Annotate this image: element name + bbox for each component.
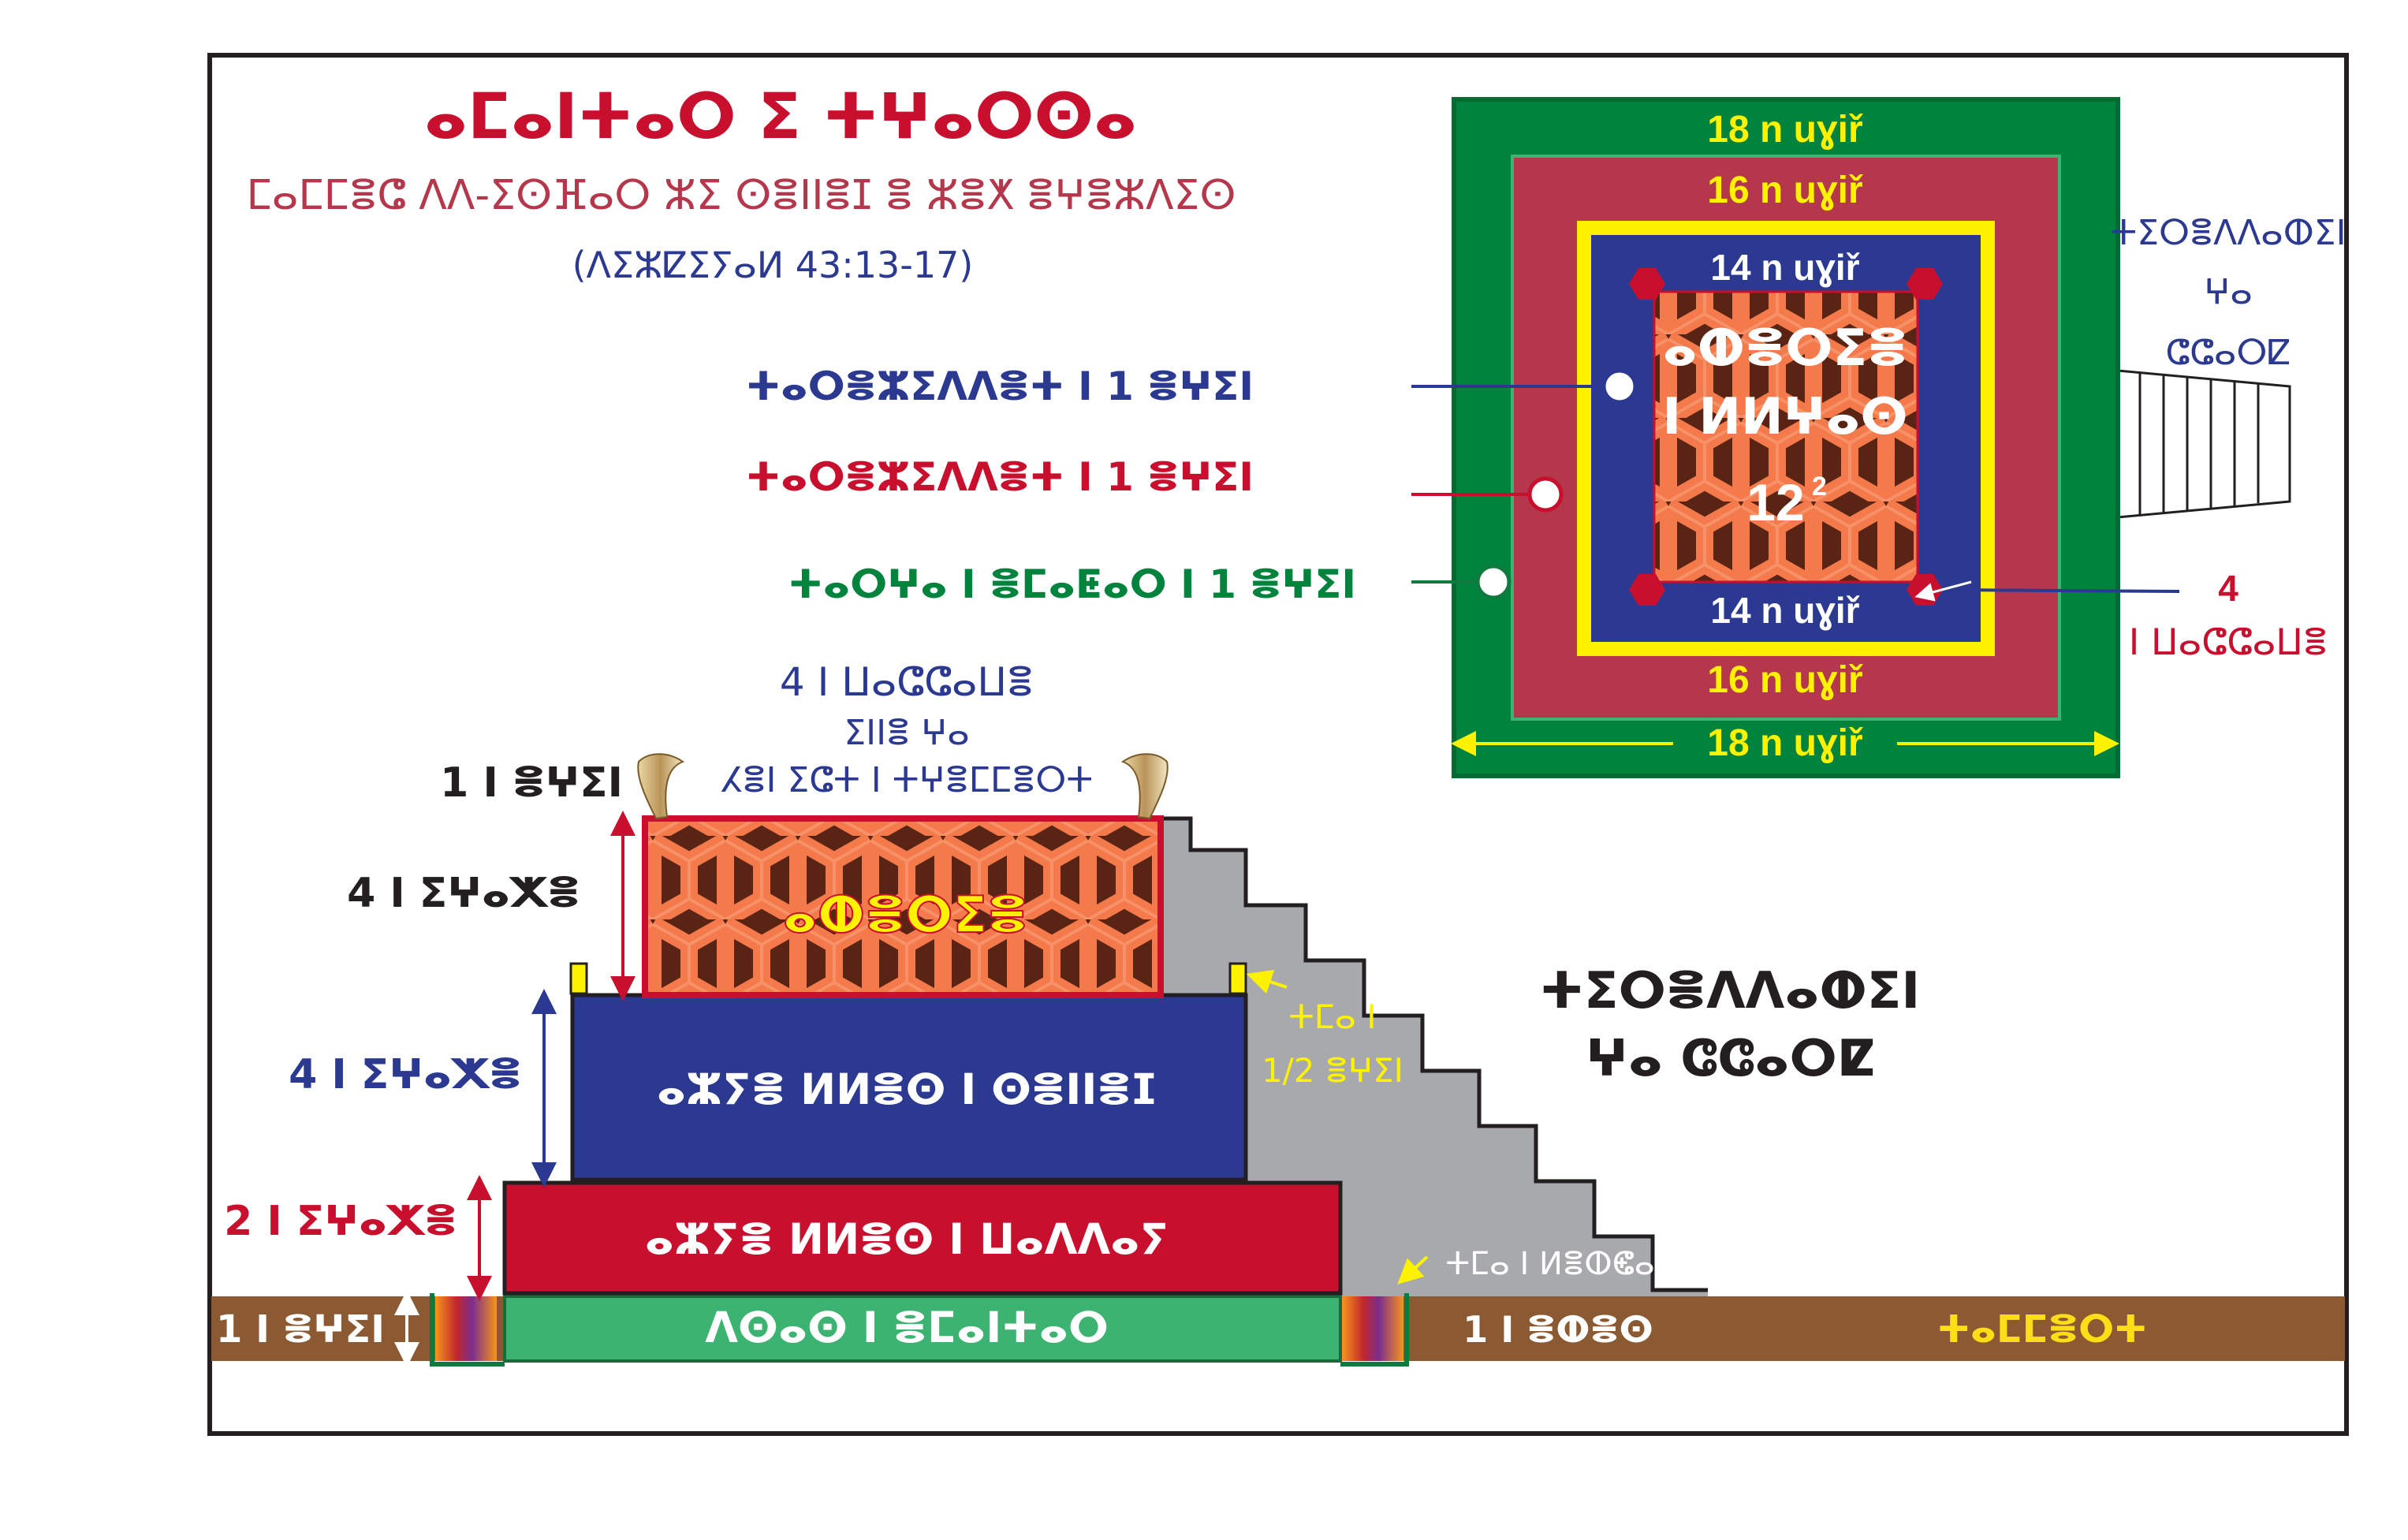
callout-green-label: ⵜⴰⵔⵖⴰ ⵏ ⴻⵎⴰⵟⴰⵔ ⵏ 1 ⴻⵖⵉⵏ [788,561,1356,607]
horn-right [1120,753,1169,820]
callout-red-label: ⵜⴰⵔⴻⵣⵉⴷⴷⴻⵜ ⵏ 1 ⴻⵖⵉⵏ [746,454,1254,500]
plan-outer-bottom-label: 18 n uɣiř [1707,722,1863,764]
page-subtitle: ⵎⴰⵎⵎⴻⵛ ⴷⴷ-ⵉⵙⴼⴰⵔ ⵣⵉ ⵙⴻⵏⵏⴻⵊ ⴻ ⵣⴻⵅ ⴻⵖⴻⵣⴷⵉⵙ [246,172,1236,219]
horns-caption-line3: ⵃⴻⵏ ⵉⵛⵜ ⵏ ⵜⵖⴻⵎⵎⴻⵔⵜ [721,760,1093,800]
lower-ledge-label: ⴰⵣⵢⴻ ⵍⵍⴻⵙ ⵏ ⵡⴰⴷⴷⴰⵢ [645,1214,1169,1264]
hearth-height-label: 4 ⵏ ⵉⵖⴰⵅⴻ [347,870,580,917]
hearth-block [642,815,1164,998]
lower-ledge-block [502,1180,1343,1296]
plan-callout-dot-green [1475,564,1512,600]
plan-callout-dot-blue [1601,368,1638,405]
upper-height-label: 4 ⵏ ⵉⵖⴰⵅⴻ [289,1051,522,1098]
plan-stairs-label-3: ⵛⵛⴰⵔⵇ [2165,333,2291,373]
plan-center-exponent: 2 [1812,472,1827,502]
rim-post-right [1228,962,1247,995]
plan-horns-arrow [1914,580,1972,602]
gutter-note-arrow [1397,1255,1429,1285]
plan-center-word2: ⵏ ⵍⵍⵖⴰⵙ [1662,388,1907,446]
ground-label: ⵜⴰⵎⵎⴻⵔⵜ [1937,1307,2148,1352]
plan-hearth-grate [1653,290,1919,584]
plan-horns-leader [1945,588,2180,593]
horns-caption-line2: ⵉⵏⵏⴻ ⵖⴰ [844,713,969,753]
plan-horns-count: 4 [2218,568,2238,609]
plan-center-number: 12 [1746,473,1804,531]
stairs-label-line2: ⵖⴰ ⵛⵛⴰⵔⵇ [1586,1030,1874,1088]
plan-outer-top-label: 18 n uɣiř [1707,109,1863,151]
plan-middle-top-label: 16 n uɣiř [1707,170,1863,211]
plan-stairs-label-1: ⵜⵉⵔⴻⴷⴷⴰⵀⵉⵏ [2110,213,2346,253]
elevation-stairs [1153,818,1802,1296]
upper-ledge-block [570,993,1248,1182]
lower-height-label: 2 ⵏ ⵉⵖⴰⵅⴻ [224,1198,457,1245]
plan-center-word: ⴰⵀⴻⵔⵉⴻ [1662,319,1907,378]
upper-ledge-label: ⴰⵣⵢⴻ ⵍⵍⴻⵙ ⵏ ⵙⴻⵏⵏⴻⵊ [657,1065,1157,1114]
horns-caption-line1: 4 ⵏ ⵡⴰⵛⵛⴰⵡⴻ [780,659,1034,705]
base-block [503,1295,1342,1363]
gutter-width-label: 1 ⵏ ⴻⵀⴻⵙ [1463,1308,1653,1351]
scripture-reference: (ⴷⵉⵣⵇⵉⵢⴰⵍ 43:13-17) [572,244,974,286]
horn-height-label: 1 ⵏ ⴻⵖⵉⵏ [440,759,623,807]
horns-caption-word: ⵏ ⵡⴰⵛⵛⴰⵡⴻ [818,659,1034,705]
plan-inner-top-label: 14 n uɣiř [1710,247,1859,288]
plan-horns-word: ⵏ ⵡⴰⵛⵛⴰⵡⴻ [2129,621,2328,663]
plan-inner-bottom-label: 14 n uɣiř [1710,590,1859,631]
gutter-left [435,1296,497,1361]
callout-blue-label: ⵜⴰⵔⴻⵣⵉⴷⴷⴻⵜ ⵏ 1 ⴻⵖⵉⵏ [746,364,1254,409]
stairs-label-line1: ⵜⵉⵔⴻⴷⴷⴰⵀⵉⵏ [1540,962,1920,1020]
ledge-note-line2: 1/2 ⴻⵖⵉⵏ [1262,1051,1403,1090]
gutter-note-label: ⵜⵎⴰ ⵏ ⵍⴻⵀⵞⴰⵔ ⵏ [1445,1246,1702,1282]
elevation-view: ⴰⵀⴻⵔⵉⴻ ⴰⵣⵢⴻ ⵍⵍⴻⵙ ⵏ ⵙⴻⵏⵏⴻⵊ ⴰⵣⵢⴻ ⵍⵍⴻⵙ ⵏ ⵡⴰ… [211,659,2345,1367]
plan-middle-bottom-label: 16 n uɣiř [1707,659,1863,701]
horns-caption-count: 4 [780,659,805,705]
plan-stairs-label-2: ⵖⴰ [2204,272,2253,312]
horn-left [637,753,685,820]
plan-callout-dot-red [1527,476,1564,513]
plan-horn-ne [1907,268,1943,300]
hearth-label: ⴰⵀⴻⵔⵉⴻ [782,886,1027,945]
ledge-note-arrow [1246,969,1288,994]
page-title: ⴰⵎⴰⵏⵜⴰⵔ ⵉ ⵜⵖⴰⵔⵙⴰ [424,80,1137,153]
ledge-note-line1: ⵜⵎⴰ ⵏ [1288,997,1376,1036]
gutter-right [1342,1296,1403,1361]
plan-horn-nw [1629,268,1665,300]
plan-horn-sw [1629,574,1665,606]
base-label: ⴷⵙⴰⵙ ⵏ ⴻⵎⴰⵏⵜⴰⵔ [705,1303,1109,1352]
rim-post-left [569,962,588,995]
plan-stairs [2116,369,2291,519]
plan-view: 18 n uɣiř 16 n uɣiř 14 n uɣiř ⴰⵀⴻⵔⵉⴻ ⵏ ⵍ… [1451,97,2346,778]
base-height-label: 1 ⵏ ⴻⵖⵉⵏ [216,1307,385,1352]
